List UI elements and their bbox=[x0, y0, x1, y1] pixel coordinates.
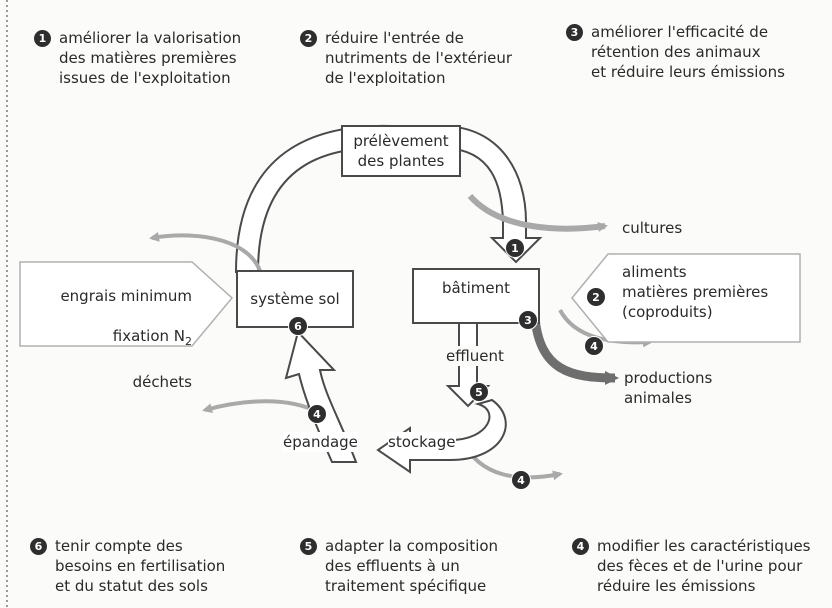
inputs-left-text: engrais minimum fixation N2 déchets bbox=[40, 266, 192, 412]
inputs-right-text: aliments matières premières (coproduits) bbox=[622, 263, 769, 321]
note-text: modifier les caractéristiques des fèces … bbox=[597, 537, 811, 595]
note-1: 1 améliorer la valorisation des matières… bbox=[34, 28, 241, 88]
number-badge: 5 bbox=[300, 538, 317, 555]
label-cultures: cultures bbox=[622, 219, 683, 237]
inputs-left-shape bbox=[19, 261, 234, 347]
note-text: tenir compte des besoins en fertilisatio… bbox=[55, 537, 226, 595]
productions-arrow bbox=[530, 317, 619, 385]
box-prelevement: prélèvement des plantes bbox=[341, 125, 461, 177]
input-engrais: engrais minimum bbox=[60, 287, 192, 305]
input-dechets: déchets bbox=[132, 373, 192, 391]
sol-emission-arrow bbox=[149, 231, 264, 279]
badge-batiment-right: 3 bbox=[518, 310, 538, 330]
label-epandage: épandage bbox=[283, 432, 358, 452]
box-label: bâtiment bbox=[442, 279, 510, 297]
cultures-arrow bbox=[467, 193, 608, 232]
to-stockage-arrow bbox=[376, 398, 507, 474]
note-text: améliorer l'efficacité de rétention des … bbox=[591, 23, 785, 81]
number-badge: 6 bbox=[30, 538, 47, 555]
badge-stockage: 4 bbox=[511, 470, 531, 490]
inputs-right-shape bbox=[571, 253, 801, 343]
input-fixation: fixation N2 bbox=[40, 326, 192, 352]
label-effluent: effluent bbox=[446, 346, 504, 366]
number-badge: 4 bbox=[572, 538, 589, 555]
number-badge: 1 bbox=[34, 30, 51, 47]
badge-sol: 6 bbox=[288, 316, 308, 336]
badge-prelevement-arrow: 1 bbox=[505, 238, 525, 258]
epandage-emission-arrow bbox=[202, 399, 319, 414]
note-3: 3 améliorer l'efficacité de rétention de… bbox=[566, 22, 785, 82]
margin-dotted-line bbox=[6, 0, 8, 608]
badge-effluent: 5 bbox=[469, 382, 489, 402]
badge-emission-batiment: 4 bbox=[584, 336, 604, 356]
note-2: 2 réduire l'entrée de nutriments de l'ex… bbox=[300, 28, 512, 88]
note-4: 4 modifier les caractéristiques des fèce… bbox=[572, 536, 811, 596]
note-5: 5 adapter la composition des effluents à… bbox=[300, 536, 498, 596]
number-badge: 2 bbox=[300, 30, 317, 47]
label-productions: productions animales bbox=[624, 369, 713, 407]
fixation-label: fixation N bbox=[112, 327, 185, 345]
uptake-arrow bbox=[234, 124, 543, 273]
note-text: réduire l'entrée de nutriments de l'exté… bbox=[325, 29, 513, 87]
number-badge: 3 bbox=[566, 24, 583, 41]
badge-epandage: 4 bbox=[307, 404, 327, 424]
note-text: améliorer la valorisation des matières p… bbox=[59, 29, 242, 87]
note-6: 6 tenir compte des besoins en fertilisat… bbox=[30, 536, 225, 596]
label-stockage: stockage bbox=[388, 432, 456, 452]
note-text: adapter la composition des effluents à u… bbox=[325, 537, 499, 595]
badge-aliments: 2 bbox=[586, 287, 606, 307]
fixation-subscript: 2 bbox=[185, 335, 192, 348]
box-label: système sol bbox=[250, 290, 340, 308]
